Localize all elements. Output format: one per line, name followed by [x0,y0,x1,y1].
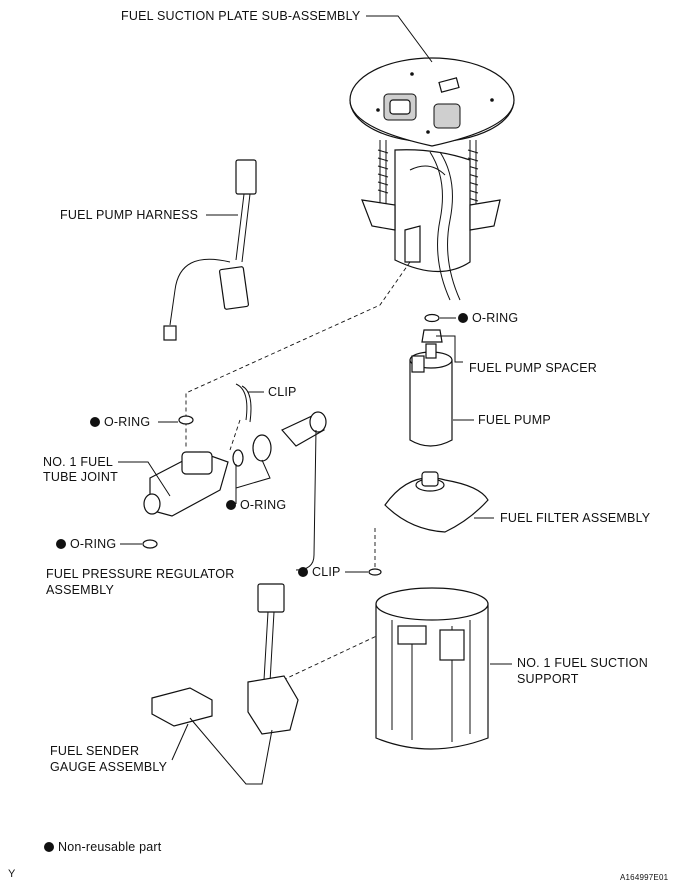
fuel-suction-plate-sub-assembly [349,57,515,301]
fuel-pump-harness [163,159,257,341]
label-fuel-suction-plate: FUEL SUCTION PLATE SUB-ASSEMBLY [121,9,361,23]
o-ring-top-text: O-RING [472,311,519,325]
fuel-filter-assembly [384,471,489,533]
label-fuel-pressure-regulator-2: ASSEMBLY [46,583,115,597]
figure-id: A164997E01 [620,873,669,882]
legend: Non-reusable part [44,840,161,855]
fuel-tube-joint-group [142,383,327,571]
label-fuel-filter-assembly: FUEL FILTER ASSEMBLY [500,511,651,525]
label-clip-lower: CLIP [298,565,341,580]
label-fuel-pump-spacer: FUEL PUMP SPACER [469,361,597,375]
label-no1-fuel-suction-support-2: SUPPORT [517,672,579,686]
clip-lower-text: CLIP [312,565,341,579]
non-reusable-dot-icon [298,567,308,577]
footer-left-mark: Y [8,868,16,880]
label-fuel-pressure-regulator-1: FUEL PRESSURE REGULATOR [46,567,235,581]
non-reusable-dot-icon [90,417,100,427]
label-no1-fuel-tube-joint-2: TUBE JOINT [43,470,118,484]
label-fuel-pump: FUEL PUMP [478,413,551,427]
o-ring-bottom-text: O-RING [70,537,117,551]
legend-text: Non-reusable part [58,840,162,854]
non-reusable-dot-icon [44,842,54,852]
fuel-pump-group [409,313,453,447]
label-o-ring-top: O-RING [458,311,518,326]
label-no1-fuel-tube-joint-1: NO. 1 FUEL [43,455,114,469]
no1-fuel-suction-support [375,587,489,750]
label-no1-fuel-suction-support-1: NO. 1 FUEL SUCTION [517,656,648,670]
fuel-sender-gauge-assembly [151,583,299,785]
label-o-ring-left: O-RING [90,415,150,430]
label-fuel-sender-gauge-1: FUEL SENDER [50,744,140,758]
leader-lines [118,15,512,761]
non-reusable-dot-icon [226,500,236,510]
label-clip-upper: CLIP [268,385,297,399]
label-o-ring-bottom: O-RING [56,537,116,552]
non-reusable-dot-icon [56,539,66,549]
label-o-ring-mid: O-RING [226,498,286,513]
label-fuel-pump-harness: FUEL PUMP HARNESS [60,208,199,222]
non-reusable-dot-icon [458,313,468,323]
clip-lower-part [368,568,382,576]
label-fuel-sender-gauge-2: GAUGE ASSEMBLY [50,760,168,774]
o-ring-mid-text: O-RING [240,498,287,512]
o-ring-left-text: O-RING [104,415,151,429]
